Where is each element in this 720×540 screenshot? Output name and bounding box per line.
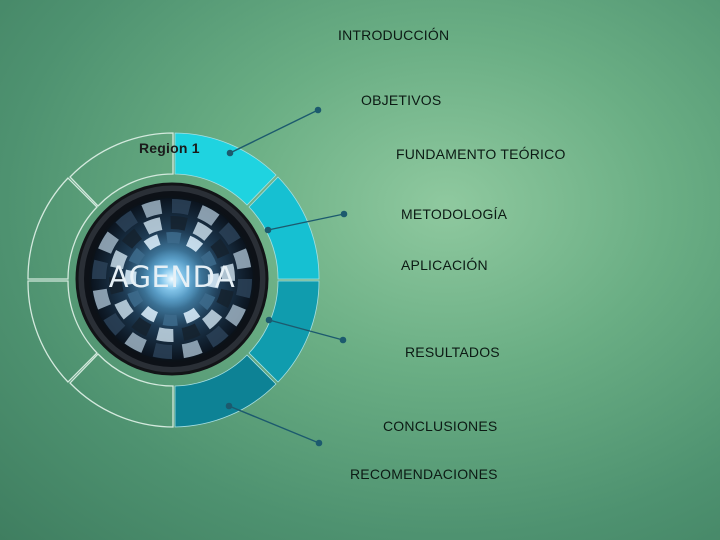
hub-pattern-block [153,343,172,359]
item-introduccion: INTRODUCCIÓN [338,27,449,43]
region-label: Region 1 [139,140,200,156]
agenda-title: AGENDA [100,260,244,294]
item-metodologia: METODOLOGÍA [401,206,507,222]
hub-pattern-block [163,314,178,326]
item-aplicacion: APLICACIÓN [401,257,488,273]
item-objetivos: OBJETIVOS [361,92,441,108]
item-resultados: RESULTADOS [405,344,500,360]
connector-objetivos [227,107,320,155]
hub-pattern-block [172,199,191,215]
item-conclusiones: CONCLUSIONES [383,418,497,434]
item-fundamento-teorico: FUNDAMENTO TEÓRICO [396,146,566,162]
hub-pattern-block [166,232,181,244]
item-recomendaciones: RECOMENDACIONES [350,466,498,482]
